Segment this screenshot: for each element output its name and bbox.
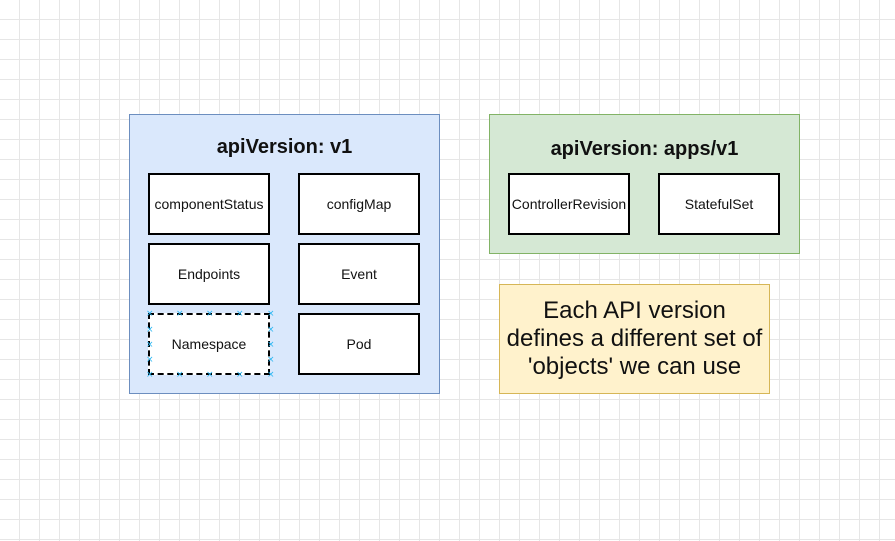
selection-handle-icon[interactable]: × [206, 309, 214, 319]
object-box-controllerrevision[interactable]: ControllerRevision [508, 173, 630, 235]
selection-handle-icon[interactable]: × [176, 309, 184, 319]
selection-handle-icon[interactable]: × [267, 370, 275, 380]
selection-handle-icon[interactable]: × [206, 370, 214, 380]
note-box[interactable]: Each API version defines a different set… [499, 284, 770, 394]
object-box-endpoints[interactable]: Endpoints [148, 243, 270, 305]
object-box-configmap[interactable]: configMap [298, 173, 420, 235]
selection-handle-icon[interactable]: × [267, 340, 275, 350]
apps-v1-group-title: apiVersion: apps/v1 [550, 138, 739, 160]
object-box-statefulset[interactable]: StatefulSet [658, 173, 780, 235]
selection-handle-icon[interactable]: × [146, 370, 154, 380]
v1-group-title: apiVersion: v1 [216, 136, 353, 158]
selection-handle-icon[interactable]: × [267, 309, 275, 319]
selection-handle-icon[interactable]: × [236, 309, 244, 319]
selection-handle-icon[interactable]: × [267, 355, 275, 365]
object-box-namespace[interactable]: Namespace [148, 313, 270, 375]
selection-handle-icon[interactable]: × [146, 325, 154, 335]
note-text: Each API version defines a different set… [506, 297, 763, 380]
object-box-pod[interactable]: Pod [298, 313, 420, 375]
selection-handle-icon[interactable]: × [146, 355, 154, 365]
object-box-event[interactable]: Event [298, 243, 420, 305]
selection-handle-icon[interactable]: × [146, 340, 154, 350]
selection-handle-icon[interactable]: × [267, 325, 275, 335]
selection-handle-icon[interactable]: × [146, 309, 154, 319]
object-box-componentstatus[interactable]: componentStatus [148, 173, 270, 235]
selection-handle-icon[interactable]: × [236, 370, 244, 380]
selection-handle-icon[interactable]: × [176, 370, 184, 380]
